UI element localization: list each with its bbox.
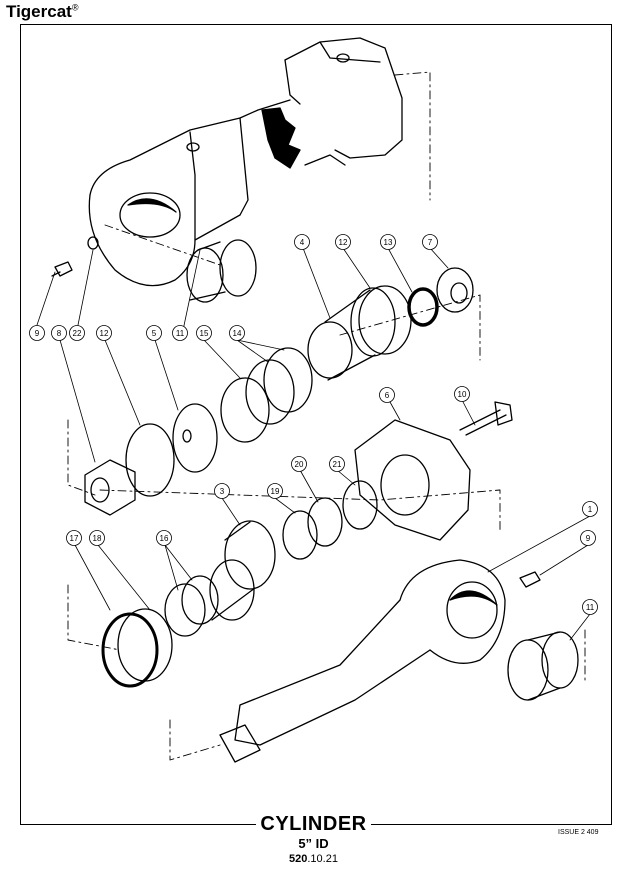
callout-labels: 9 8 22 12 5 11 15 14 4 12 13 7 6 10 3 20… [35, 238, 595, 612]
callout-number: 17 [70, 534, 79, 543]
callout-circle [156, 530, 172, 546]
piston-rod [219, 559, 506, 763]
callout-number: 11 [176, 329, 185, 338]
barrel-port-top [336, 53, 350, 63]
diagram-title: CYLINDER [0, 813, 627, 836]
callout-number: 21 [333, 460, 342, 469]
callout-number: 9 [586, 534, 591, 543]
wiper-16b [181, 575, 219, 625]
washer [436, 267, 474, 313]
callout-number: 19 [271, 487, 280, 496]
barrel-break-line [261, 107, 301, 169]
page-suffix: .10.21 [307, 853, 338, 865]
seal-ring-14b [263, 347, 313, 413]
center-lines [67, 71, 586, 761]
callout-circle [89, 530, 105, 546]
callout-circle [582, 501, 598, 517]
leader-lines [36, 247, 591, 641]
callout-circle [454, 386, 470, 402]
callout-circle [422, 234, 438, 250]
brand-name: Tigercat [6, 2, 72, 21]
issue-label: ISSUE 2 409 [558, 829, 599, 836]
page-reference: 520.10.21 [0, 853, 627, 865]
registered-mark: ® [71, 2, 79, 13]
callout-number: 3 [220, 487, 225, 496]
flange [354, 419, 471, 541]
callout-circle [582, 599, 598, 615]
lock-nut [84, 459, 136, 516]
callout-circle [229, 325, 245, 341]
grease-fitting-lower [519, 571, 541, 588]
callout-circle [51, 325, 67, 341]
seal-20 [307, 497, 343, 547]
callout-circle [172, 325, 188, 341]
callout-number: 20 [295, 460, 304, 469]
callout-number: 15 [200, 329, 209, 338]
seal-ring-15 [220, 377, 270, 443]
callout-circle [329, 456, 345, 472]
bushing-top [186, 239, 257, 303]
barrel-eye-bore [119, 192, 181, 238]
callout-circle [379, 387, 395, 403]
ring-18 [117, 608, 173, 682]
spacer [172, 403, 218, 473]
callout-number: 5 [152, 329, 157, 338]
callout-circle [96, 325, 112, 341]
diagram-subtitle: 5” ID [298, 836, 329, 851]
callout-circle [580, 530, 596, 546]
barrel-port [186, 142, 200, 152]
o-ring [407, 287, 439, 327]
callout-number: 1 [588, 505, 593, 514]
seal-ring-14a [245, 359, 295, 425]
backup-ring-17 [101, 612, 159, 688]
callout-number: 7 [428, 238, 433, 247]
callout-number: 9 [35, 329, 40, 338]
callout-number: 16 [160, 534, 169, 543]
callout-circle [196, 325, 212, 341]
callout-number: 18 [93, 534, 102, 543]
callout-circle [66, 530, 82, 546]
callout-circle [29, 325, 45, 341]
callout-number: 22 [73, 329, 82, 338]
callout-number: 8 [57, 329, 62, 338]
cylinder-barrel [88, 37, 403, 287]
callout-number: 12 [339, 238, 348, 247]
gland [209, 520, 276, 621]
callout-circle [214, 483, 230, 499]
grease-fitting [51, 261, 73, 277]
wear-ring-top [358, 285, 412, 355]
callout-circle [291, 456, 307, 472]
grease-fitting-hole [87, 236, 99, 250]
seal-19 [282, 510, 318, 560]
callout-number: 10 [458, 390, 467, 399]
callout-number: 14 [233, 329, 242, 338]
callout-circle [294, 234, 310, 250]
wear-ring-lower [125, 423, 175, 497]
bolt [459, 401, 513, 436]
callout-number: 11 [586, 603, 595, 612]
barrel-eye-shading [127, 198, 177, 213]
callout-bubbles [29, 234, 598, 615]
callout-number: 4 [300, 238, 305, 247]
callout-circle [146, 325, 162, 341]
callout-number: 12 [100, 329, 109, 338]
callout-circle [335, 234, 351, 250]
callout-circle [380, 234, 396, 250]
brand-logo: Tigercat® [6, 2, 78, 22]
piston [307, 287, 396, 381]
wiper-16a [164, 583, 206, 637]
seal-21 [342, 480, 378, 530]
title-text: CYLINDER [256, 813, 371, 835]
callout-circle [69, 325, 85, 341]
callout-number: 13 [384, 238, 393, 247]
callout-circle [267, 483, 283, 499]
bushing-lower [507, 631, 579, 701]
callout-number: 6 [385, 391, 390, 400]
page-prefix: 520 [289, 853, 308, 865]
